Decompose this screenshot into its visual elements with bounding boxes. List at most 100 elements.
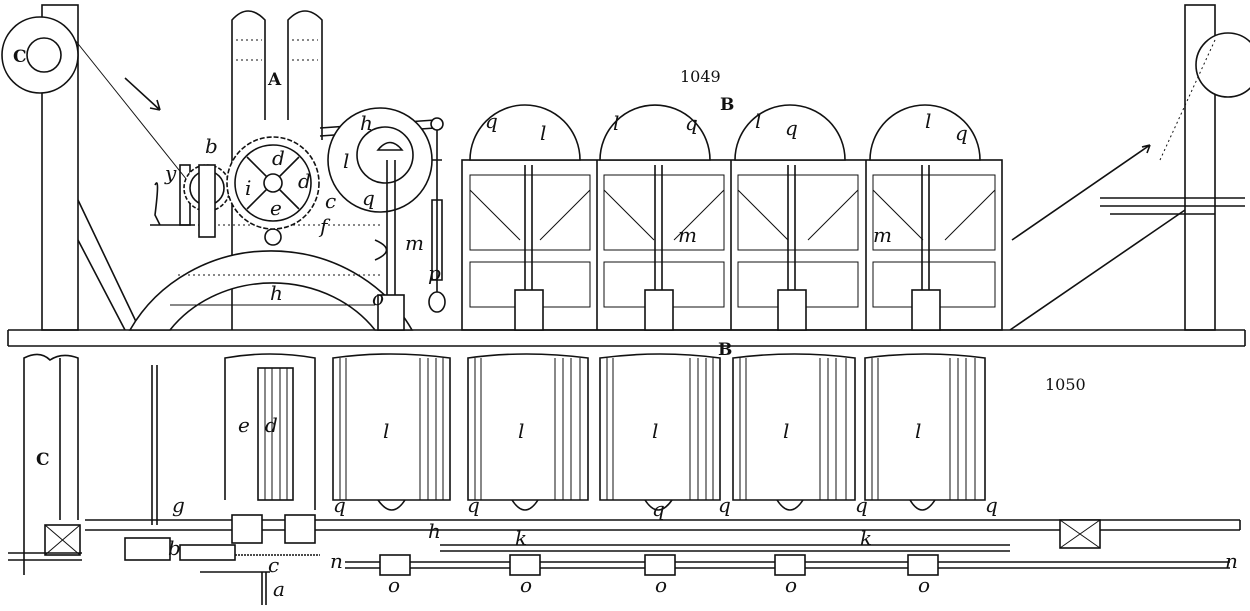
label-a: a	[273, 577, 285, 601]
arrow-icon	[1011, 144, 1151, 241]
label-l: l	[925, 109, 931, 133]
cylinder	[332, 353, 451, 511]
label-q: q	[785, 116, 798, 140]
sliver-line	[74, 39, 196, 191]
label-h: h	[270, 281, 283, 305]
can-a-hidden-lines	[236, 39, 318, 61]
label-B: B	[718, 340, 732, 360]
rod-g	[151, 365, 158, 525]
label-c: c	[325, 189, 336, 213]
right-brace	[1009, 209, 1186, 331]
label-l: l	[755, 109, 761, 133]
label-l: l	[343, 149, 349, 173]
drum-d-flutes	[264, 368, 288, 500]
block-right	[284, 514, 316, 544]
label-q: q	[467, 493, 480, 517]
label-o: o	[785, 573, 797, 597]
left-brace	[77, 199, 141, 331]
label-m: m	[873, 223, 892, 247]
roller-c-hub	[26, 37, 62, 73]
label-o: o	[520, 573, 532, 597]
rail-h	[85, 519, 1241, 531]
label-y: y	[164, 161, 177, 185]
label-q: q	[362, 186, 375, 210]
label-p: p	[428, 261, 441, 285]
cabinet-panels	[469, 174, 996, 308]
label-o: o	[655, 573, 667, 597]
label-m: m	[678, 223, 697, 247]
label-l: l	[540, 121, 546, 145]
label-q: q	[718, 493, 731, 517]
base-plate	[7, 329, 1246, 347]
label-l: l	[383, 419, 389, 443]
unit-discs	[469, 104, 981, 161]
arrow-icon	[124, 77, 161, 111]
cabinet-dividers	[596, 160, 867, 330]
label-q: q	[855, 493, 868, 517]
gear-b-bracket	[198, 164, 216, 238]
label-d: d	[298, 169, 311, 193]
label-o: o	[918, 573, 930, 597]
label-q: q	[485, 109, 498, 133]
label-d: d	[272, 146, 285, 170]
label-f: f	[318, 214, 331, 238]
label-d: d	[265, 413, 278, 437]
wheel-row	[379, 554, 939, 576]
drum-l-hub	[356, 126, 414, 184]
label-q: q	[955, 121, 968, 145]
spindle-base-o	[377, 294, 405, 331]
cylinder	[864, 353, 986, 511]
label-n: n	[330, 549, 343, 573]
cylinder	[467, 353, 589, 511]
label-b: b	[168, 536, 181, 560]
left-post	[41, 4, 79, 331]
gear-main-rim	[234, 144, 312, 222]
label-h: h	[428, 519, 441, 543]
cylinder	[732, 353, 856, 511]
shaft-a	[200, 571, 270, 605]
label-e: e	[270, 196, 282, 220]
label-b: b	[205, 134, 218, 158]
label-l: l	[652, 419, 658, 443]
label-n: n	[1225, 549, 1238, 573]
bar-k	[440, 544, 1010, 552]
box-right-cross	[1059, 519, 1101, 549]
label-m: m	[405, 231, 424, 255]
slide	[179, 544, 236, 561]
unit-spindles	[524, 165, 930, 310]
weight	[428, 291, 446, 313]
label-c: c	[268, 553, 279, 577]
gear-hub	[263, 173, 283, 193]
cabinet-row	[461, 104, 1003, 331]
label-e: e	[238, 413, 250, 437]
weight-rod-p	[431, 130, 443, 300]
label-i: i	[245, 176, 251, 200]
label-C: C	[36, 450, 50, 470]
spindle	[376, 141, 404, 320]
label-k: k	[515, 526, 527, 550]
figure-number-1049: 1049	[680, 67, 721, 86]
bracket-b	[124, 537, 171, 561]
column-c	[23, 353, 79, 575]
bolt	[264, 228, 282, 246]
label-A: A	[267, 70, 282, 90]
label-l: l	[613, 111, 619, 135]
drum-d	[257, 367, 294, 501]
pulley-m	[374, 239, 388, 261]
cylinder	[599, 353, 721, 511]
can-a	[231, 10, 323, 330]
label-l: l	[915, 419, 921, 443]
roller-c	[1, 16, 79, 94]
can-e	[224, 353, 316, 510]
cylinder-row	[332, 353, 986, 511]
label-l: l	[783, 419, 789, 443]
unit-bases	[514, 289, 941, 331]
lever-pivot	[430, 117, 444, 131]
cabinet-frame	[461, 159, 1003, 331]
box-c-cross	[44, 524, 81, 556]
label-o: o	[372, 286, 384, 310]
drum-l	[327, 107, 433, 213]
label-q: q	[333, 493, 346, 517]
label-C: C	[13, 47, 27, 67]
